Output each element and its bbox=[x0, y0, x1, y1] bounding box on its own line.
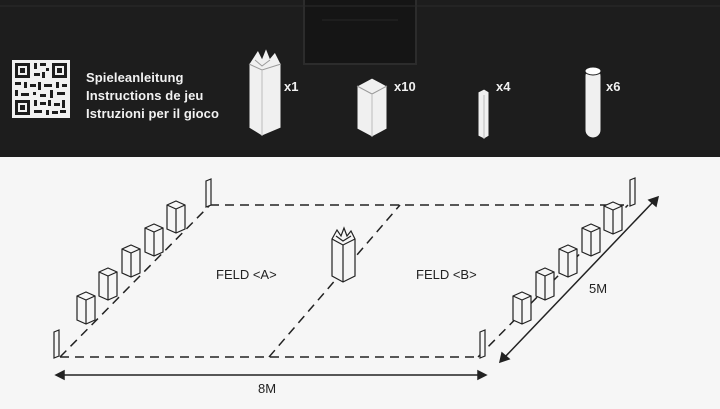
right-blocks bbox=[512, 201, 623, 325]
bottom-band bbox=[0, 157, 720, 409]
king-center-icon bbox=[331, 226, 356, 283]
qr-code bbox=[12, 60, 70, 118]
width-label: 5M bbox=[589, 281, 608, 296]
field-a-label: FELD <A> bbox=[216, 267, 277, 282]
stake-piece-icon bbox=[477, 88, 490, 140]
blocks-count: x10 bbox=[394, 79, 416, 94]
instructions-block: Spieleanleitung Instructions de jeu Istr… bbox=[86, 69, 219, 123]
stakes-count: x4 bbox=[496, 79, 511, 94]
box-flap bbox=[303, 0, 417, 65]
left-blocks bbox=[76, 200, 186, 325]
block-piece-icon bbox=[356, 77, 388, 138]
king-piece-icon bbox=[248, 46, 282, 137]
instructions-french: Instructions de jeu bbox=[86, 88, 204, 103]
field-b-label: FELD <B> bbox=[416, 267, 477, 282]
baton-piece-icon bbox=[584, 66, 602, 139]
length-arrow bbox=[54, 369, 488, 381]
width-arrow bbox=[498, 195, 660, 364]
corner-stakes bbox=[53, 177, 636, 359]
king-count: x1 bbox=[284, 79, 299, 94]
instructions-german: Spieleanleitung bbox=[86, 70, 184, 85]
length-label: 8M bbox=[258, 381, 277, 396]
batons-count: x6 bbox=[606, 79, 621, 94]
instructions-italian: Istruzioni per il gioco bbox=[86, 106, 220, 121]
